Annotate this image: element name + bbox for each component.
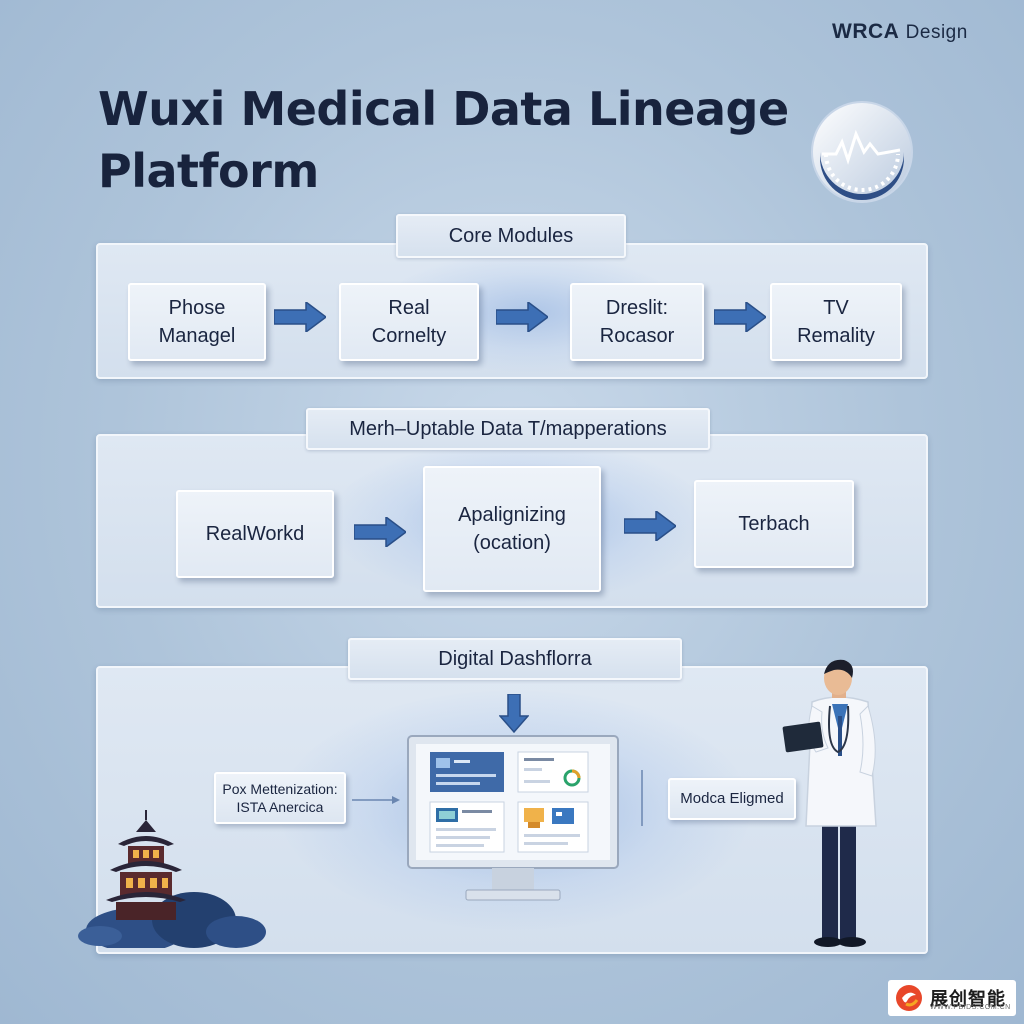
connector-line — [641, 770, 643, 826]
doctor-illustration — [782, 659, 877, 947]
module-card-3[interactable]: Dreslit: Rocasor — [570, 283, 704, 361]
brand-label: WRCA Design — [832, 20, 968, 44]
brand-suffix: Design — [905, 22, 968, 43]
module-card-1[interactable]: Phose Managel — [128, 283, 266, 361]
metrics-card[interactable]: Pox Mettenization: ISTA Anercica — [214, 772, 346, 824]
arrow-right-icon — [496, 302, 548, 332]
logo-icon — [896, 985, 922, 1011]
page-title: Wuxi Medical Data Lineage Platform — [98, 82, 789, 198]
mapping-card-2[interactable]: Apalignizing (ocation) — [423, 466, 601, 592]
arrow-right-icon — [714, 302, 766, 332]
arrow-down-icon — [499, 694, 529, 734]
dashboard-label: Digital Dashflorra — [348, 638, 682, 680]
metrics-card-line2: ISTA Anercica — [236, 799, 324, 815]
arrow-right-icon — [274, 302, 326, 332]
dashboard-monitor — [407, 735, 619, 901]
core-modules-label: Core Modules — [396, 214, 626, 258]
mapping-card-3[interactable]: Terbach — [694, 480, 854, 568]
module-card-4[interactable]: TV Remality — [770, 283, 902, 361]
brand-name: WRCA — [832, 20, 900, 43]
arrow-right-icon — [624, 511, 676, 541]
module-card-2[interactable]: Real Cornelty — [339, 283, 479, 361]
connector-line — [352, 796, 400, 804]
model-card[interactable]: Modca Eligmed — [668, 778, 796, 820]
mapping-card-1[interactable]: RealWorkd — [176, 490, 334, 578]
heartbeat-monitor-icon — [811, 101, 913, 203]
mapping-label: Merh–Uptable Data T/mapperations — [306, 408, 710, 450]
metrics-card-line1: Pox Mettenization: — [222, 781, 338, 797]
pagoda-illustration — [78, 810, 266, 948]
arrow-right-icon — [354, 517, 406, 547]
watermark-text: 展创智能 — [930, 989, 1006, 1009]
watermark: 展创智能 WWW.PBIDS.COM.CN — [888, 980, 1016, 1016]
watermark-site: WWW.PBIDS.COM.CN — [930, 1004, 1011, 1011]
